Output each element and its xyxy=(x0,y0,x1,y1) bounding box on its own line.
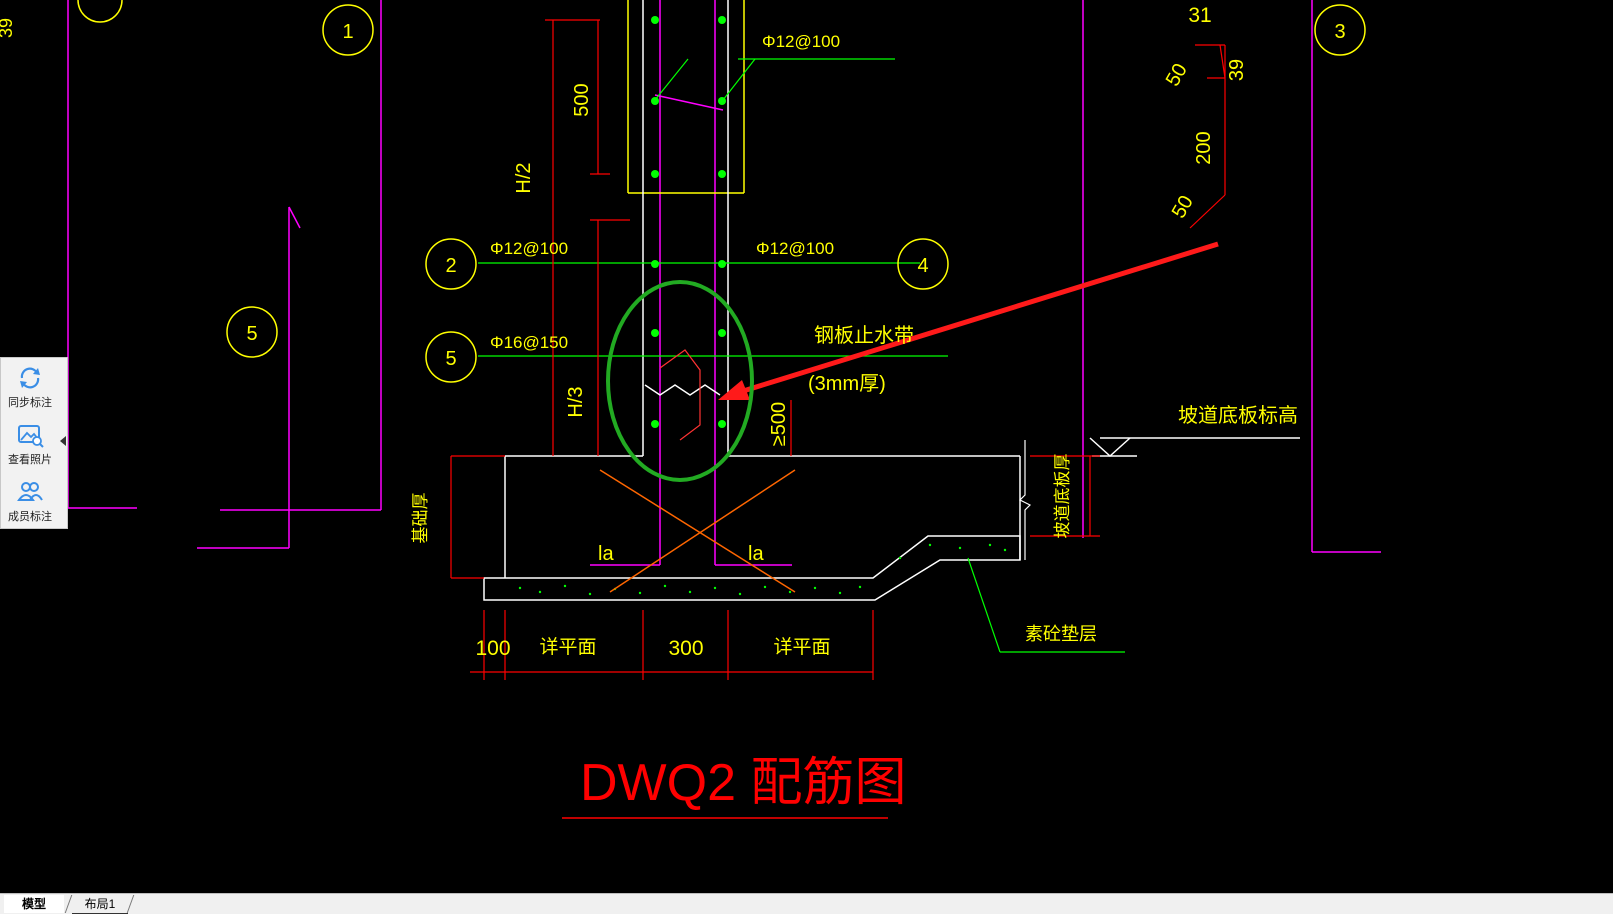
tab-model[interactable]: 模型 xyxy=(4,895,64,913)
marker-5-mid: 5 xyxy=(445,348,456,370)
view-photos-button[interactable]: 查看照片 xyxy=(1,415,59,471)
marker-4: 4 xyxy=(917,255,928,277)
member-annotation-button[interactable]: 成员标注 xyxy=(1,472,59,528)
marker-5-left: 5 xyxy=(246,323,257,345)
photo-icon xyxy=(18,425,44,448)
ramp-elevation: 坡道底板标高 xyxy=(1178,404,1298,427)
marker-2: 2 xyxy=(445,255,456,277)
collapse-panel-arrow-icon[interactable] xyxy=(60,436,66,446)
dim-39-edge: 39 xyxy=(0,18,16,38)
la-left: la xyxy=(598,543,614,565)
drawing-title: DWQ2 配筋图 xyxy=(580,754,906,812)
la-right: la xyxy=(748,543,764,565)
dimension-lines xyxy=(450,19,1226,680)
rebar-label-2: Φ12@100 xyxy=(490,239,568,258)
layout-tab-bar: 模型 布局1 xyxy=(0,893,1613,914)
dim-ge500: ≥500 xyxy=(768,402,790,446)
dim-39: 39 xyxy=(1226,59,1248,81)
members-icon xyxy=(17,482,43,501)
highlight-ellipse xyxy=(606,280,754,482)
magenta-outlines xyxy=(67,0,1381,566)
waterstop-thickness: (3mm厚) xyxy=(808,373,886,395)
sync-icon xyxy=(20,367,40,389)
lean-concrete-hatch xyxy=(518,543,1007,596)
cad-drawing-canvas[interactable]: 1 3 5 2 5 4 Φ12@100 Φ12@100 Φ12@100 Φ16@… xyxy=(0,0,1613,893)
marker-1: 1 xyxy=(342,21,353,43)
sync-annotation-button[interactable]: 同步标注 xyxy=(1,358,59,414)
annotation-side-panel: 同步标注 查看照片 成员标注 xyxy=(0,357,68,529)
marker-3: 3 xyxy=(1334,21,1345,43)
break-lines xyxy=(1018,440,1032,560)
red-pointer-arrow xyxy=(718,241,1219,400)
dim-300: 300 xyxy=(668,637,703,660)
dim-31: 31 xyxy=(1188,4,1211,27)
hook-bars xyxy=(659,349,701,441)
diagonal-bars xyxy=(599,469,796,593)
base-thickness: 基础厚 xyxy=(411,493,430,544)
ramp-thickness: 坡道底板厚 xyxy=(1053,454,1072,539)
dim-200: 200 xyxy=(1193,131,1215,164)
waterstop-zigzag xyxy=(644,384,721,396)
rebar-label-5: Φ16@150 xyxy=(490,333,568,352)
marker-circles xyxy=(77,0,1366,383)
detail-right: 详平面 xyxy=(773,636,830,658)
rebar-label-4: Φ12@100 xyxy=(756,239,834,258)
waterstop-name: 钢板止水带 xyxy=(814,324,914,347)
dim-100: 100 xyxy=(475,637,510,660)
dim-h-third: H/3 xyxy=(565,386,587,417)
view-photos-label: 查看照片 xyxy=(8,454,52,466)
column-box xyxy=(627,0,745,194)
rebar-dots xyxy=(651,16,726,428)
dim-50-top: 50 xyxy=(1162,60,1192,90)
member-annotation-label: 成员标注 xyxy=(8,511,52,523)
lean-concrete-label: 素砼垫层 xyxy=(1025,624,1097,644)
sync-annotation-label: 同步标注 xyxy=(8,397,52,409)
detail-left: 详平面 xyxy=(539,636,596,658)
wall-outlines xyxy=(483,0,1300,601)
dim-h-half: H/2 xyxy=(513,162,535,193)
dim-50-bottom: 50 xyxy=(1168,192,1198,222)
tab-layout1[interactable]: 布局1 xyxy=(72,895,128,914)
rebar-label-top: Φ12@100 xyxy=(762,32,840,51)
rebar-lines xyxy=(478,58,1125,653)
dim-500: 500 xyxy=(571,83,593,116)
